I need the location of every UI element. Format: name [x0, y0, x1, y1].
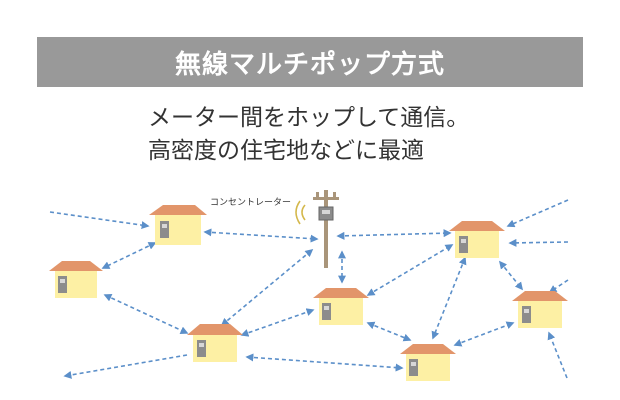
hop-arrow	[245, 353, 404, 372]
house-6	[400, 344, 456, 381]
hop-arrow	[508, 238, 569, 247]
hop-arrows	[49, 199, 569, 379]
description-line-2: 高密度の住宅地などに最適	[148, 138, 424, 164]
hop-arrow	[366, 321, 412, 342]
hop-arrow	[336, 229, 452, 240]
meter-icon	[197, 340, 206, 357]
meter-icon	[58, 276, 67, 293]
hop-arrow	[49, 211, 150, 230]
hop-arrow	[498, 260, 524, 291]
hop-arrow	[431, 256, 467, 340]
meter-icon	[322, 303, 331, 320]
hop-arrow	[103, 294, 189, 334]
house-1	[149, 205, 207, 245]
title-text: 無線マルチポップ方式	[174, 49, 445, 80]
hop-arrow	[63, 354, 188, 379]
hop-arrow	[506, 199, 569, 228]
meter-icon	[160, 221, 169, 238]
house-5	[449, 221, 505, 258]
concentrator-pole	[295, 190, 339, 268]
radio-wave-icon	[301, 204, 306, 221]
hop-arrow	[366, 244, 454, 296]
title-banner: 無線マルチポップ方式	[37, 37, 583, 87]
house-4	[313, 288, 369, 325]
meter-icon	[459, 236, 468, 253]
meter-icon	[522, 306, 531, 323]
hop-arrow	[453, 321, 515, 347]
hop-arrow	[240, 308, 315, 337]
meter-icon	[409, 359, 418, 376]
hop-arrow	[203, 228, 319, 243]
house-2	[49, 261, 103, 298]
concentrator-label: コンセントレーター	[210, 198, 292, 208]
hop-arrow	[220, 248, 314, 327]
house-3	[187, 324, 243, 362]
description-line-1: メーター間をホップして通信。	[148, 105, 470, 131]
hop-arrow	[101, 242, 157, 269]
hop-arrow	[547, 331, 568, 379]
house-7	[512, 291, 568, 328]
hop-arrow	[548, 279, 569, 293]
